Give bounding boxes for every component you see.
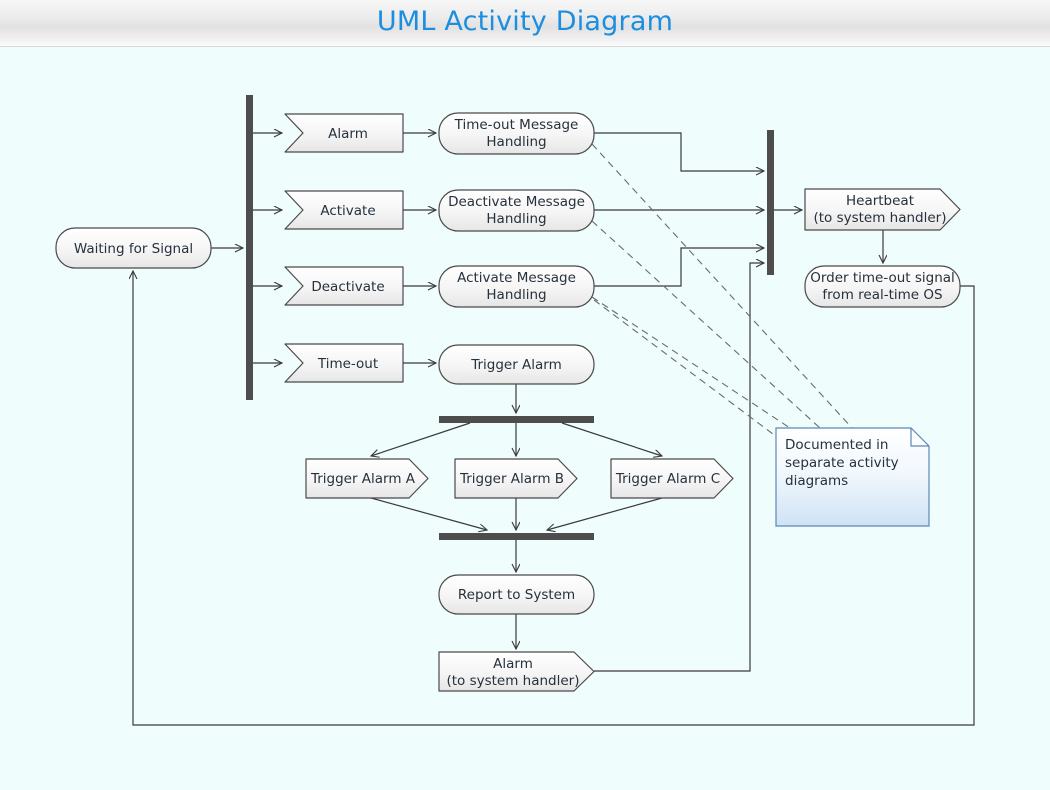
edge-fork-to-trigger-c	[561, 422, 662, 456]
node-alarm-to-system-handler[interactable]: Alarm (to system handler)	[438, 651, 595, 692]
node-label-alarm-handler-line2: (to system handler)	[446, 673, 579, 689]
fork-bar-left[interactable]	[246, 95, 253, 400]
note-line-1: Documented in	[785, 437, 888, 453]
node-label-activate-message-handling-line2: Handling	[486, 287, 546, 303]
node-label-timeout-message-handling-line2: Handling	[486, 134, 546, 150]
node-shape-receive-signal	[284, 343, 404, 383]
node-label-report-to-system: Report to System	[458, 587, 575, 603]
node-shape-rounded	[438, 112, 595, 155]
note-fold-corner-icon	[910, 428, 929, 447]
node-shape-receive-signal	[284, 190, 404, 230]
node-label-signal-activate: Activate	[320, 203, 375, 219]
node-label-signal-timeout: Time-out	[317, 356, 378, 372]
node-report-to-system[interactable]: Report to System	[438, 574, 595, 615]
note-anchor-lines	[591, 143, 853, 438]
node-label-signal-alarm: Alarm	[328, 126, 368, 142]
node-trigger-alarm-b[interactable]: Trigger Alarm B	[454, 458, 578, 499]
page-title: UML Activity Diagram	[376, 6, 674, 37]
node-trigger-alarm[interactable]: Trigger Alarm	[438, 344, 595, 385]
node-label-trigger-alarm-a: Trigger Alarm A	[310, 471, 416, 487]
edge-order-timeout-loopback	[133, 271, 975, 726]
node-order-timeout-signal[interactable]: Order time-out signal from real-time OS	[804, 265, 961, 308]
node-trigger-alarm-a[interactable]: Trigger Alarm A	[305, 458, 429, 499]
node-signal-timeout[interactable]: Time-out	[284, 343, 404, 383]
node-shape-send-signal	[454, 458, 578, 499]
node-waiting-for-signal[interactable]: Waiting for Signal	[55, 227, 212, 269]
note-line-2: separate activity	[785, 455, 899, 471]
edge-activate-msg-to-join	[594, 248, 764, 287]
node-label-signal-deactivate: Deactivate	[311, 279, 384, 295]
node-shape-receive-signal	[284, 266, 404, 306]
node-shape-send-signal	[804, 188, 961, 231]
nodes-layer: Waiting for Signal Alarm Activate Deacti…	[55, 112, 961, 692]
edges-layer	[133, 132, 975, 726]
title-bar: UML Activity Diagram	[0, 0, 1050, 47]
node-signal-alarm[interactable]: Alarm	[284, 113, 404, 153]
node-heartbeat[interactable]: Heartbeat (to system handler)	[804, 188, 961, 231]
edge-trigger-a-to-join	[370, 497, 487, 530]
node-shape-rounded	[438, 189, 595, 232]
node-timeout-message-handling[interactable]: Time-out Message Handling	[438, 112, 595, 155]
node-label-activate-message-handling-line1: Activate Message	[457, 270, 576, 286]
node-label-heartbeat-line2: (to system handler)	[813, 210, 946, 226]
node-label-timeout-message-handling-line1: Time-out Message	[454, 117, 579, 133]
node-label-alarm-handler-line1: Alarm	[493, 656, 533, 672]
node-trigger-alarm-c[interactable]: Trigger Alarm C	[610, 458, 734, 499]
fork-join-bars	[246, 95, 774, 540]
edge-fork-to-trigger-a	[371, 422, 471, 456]
node-label-waiting-for-signal: Waiting for Signal	[74, 241, 193, 257]
node-label-trigger-alarm-b: Trigger Alarm B	[459, 471, 564, 487]
diagram-canvas[interactable]: Waiting for Signal Alarm Activate Deacti…	[0, 47, 1050, 790]
edge-timeout-msg-to-join	[594, 132, 764, 171]
node-activate-message-handling[interactable]: Activate Message Handling	[438, 265, 595, 308]
node-shape-rounded	[438, 265, 595, 308]
node-shape-rounded	[55, 227, 212, 269]
note-line-3: diagrams	[785, 473, 848, 489]
note-documented-separately[interactable]: Documented in separate activity diagrams	[775, 427, 930, 527]
node-shape-rounded	[804, 265, 961, 308]
note-link-deactivate-msg	[591, 220, 821, 429]
node-signal-deactivate[interactable]: Deactivate	[284, 266, 404, 306]
node-shape-send-signal	[305, 458, 429, 499]
node-signal-activate[interactable]: Activate	[284, 190, 404, 230]
join-bar-right[interactable]	[767, 130, 774, 275]
activity-diagram-svg: Waiting for Signal Alarm Activate Deacti…	[55, 95, 975, 726]
node-label-trigger-alarm-c: Trigger Alarm C	[615, 471, 720, 487]
fork-bar-middle[interactable]	[439, 416, 594, 423]
node-label-trigger-alarm: Trigger Alarm	[470, 357, 562, 373]
node-shape-send-signal	[610, 458, 734, 499]
node-label-order-timeout-line2: from real-time OS	[822, 287, 942, 303]
node-label-deactivate-message-handling-line1: Deactivate Message	[448, 194, 585, 210]
join-bar-middle[interactable]	[439, 533, 594, 540]
node-deactivate-message-handling[interactable]: Deactivate Message Handling	[438, 189, 595, 232]
note-link-trigger-alarm	[593, 299, 778, 438]
node-shape-rounded	[438, 344, 595, 385]
edge-trigger-c-to-join	[547, 497, 663, 530]
node-label-order-timeout-line1: Order time-out signal	[810, 270, 955, 286]
node-shape-receive-signal	[284, 113, 404, 153]
note-body	[775, 427, 930, 527]
node-shape-rounded	[438, 574, 595, 615]
node-shape-send-signal	[438, 651, 595, 692]
note-link-timeout-msg	[591, 143, 853, 429]
note-link-activate-msg	[591, 296, 791, 429]
node-label-deactivate-message-handling-line2: Handling	[486, 211, 546, 227]
edge-alarm-handler-to-join	[594, 263, 764, 672]
node-label-heartbeat-line1: Heartbeat	[846, 193, 914, 209]
